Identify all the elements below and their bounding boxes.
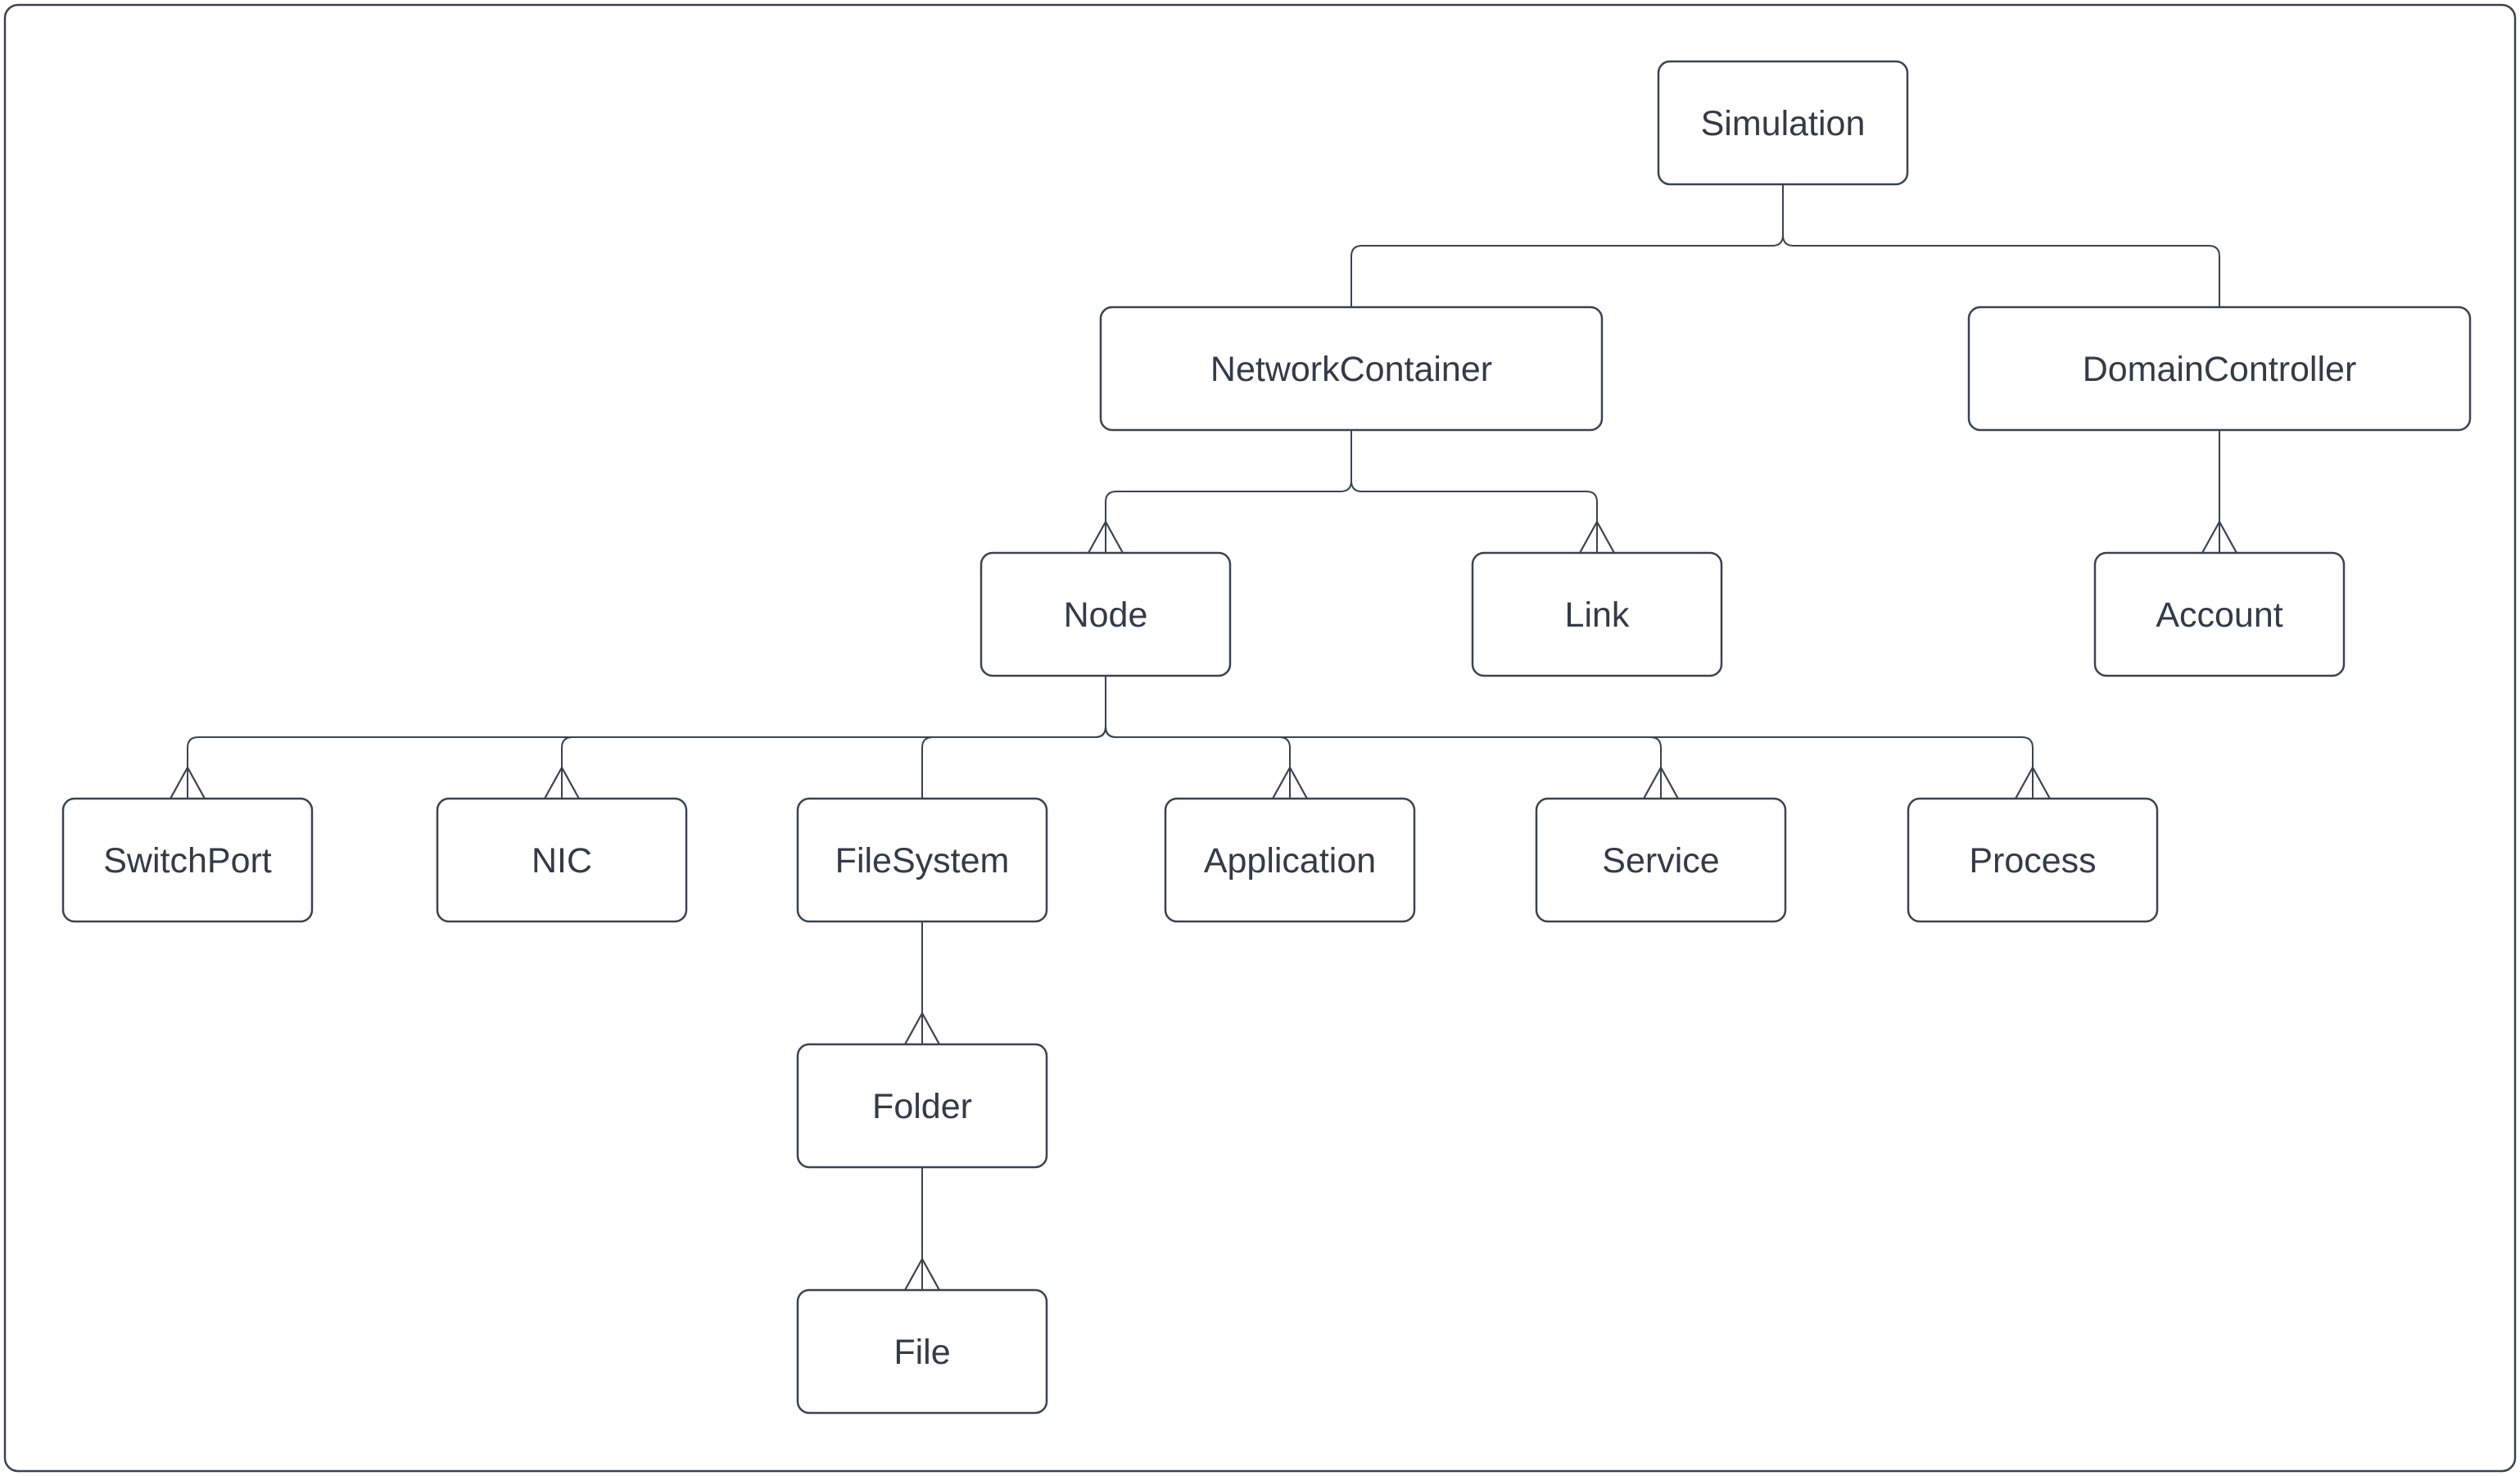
edge-simulation-domaincontroller bbox=[1782, 184, 2220, 307]
node-simulation-label: Simulation bbox=[1701, 104, 1866, 143]
inheritance-arrowhead-service bbox=[1643, 765, 1679, 799]
inheritance-arrowhead-nic bbox=[544, 765, 580, 799]
node-switchport-box[interactable] bbox=[61, 797, 314, 923]
node-file-box[interactable] bbox=[796, 1288, 1048, 1415]
node-link: Link bbox=[1471, 551, 1723, 677]
inheritance-arrowhead-file bbox=[904, 1256, 940, 1291]
inheritance-arrowhead-link bbox=[1579, 519, 1615, 554]
inheritance-arrowhead-process bbox=[2015, 765, 2051, 799]
node-nic-label: NIC bbox=[532, 841, 592, 881]
node-process-label: Process bbox=[1969, 841, 2096, 881]
node-file-label: File bbox=[894, 1333, 950, 1372]
inheritance-arrowhead-node bbox=[1088, 519, 1124, 554]
node-node-box[interactable] bbox=[979, 551, 1232, 677]
node-domaincontroller-box[interactable] bbox=[1967, 306, 2472, 432]
node-account: Account bbox=[2093, 551, 2346, 677]
inheritance-arrowhead-account bbox=[2201, 519, 2237, 554]
node-service: Service bbox=[1535, 797, 1787, 923]
edge-networkcontainer-link bbox=[1350, 430, 1598, 553]
inheritance-arrowhead-folder bbox=[904, 1011, 940, 1045]
node-link-label: Link bbox=[1565, 595, 1630, 635]
edge-node-process bbox=[1105, 676, 2034, 799]
node-layer: Simulation NetworkContainer DomainContro… bbox=[61, 60, 2472, 1415]
edge-simulation-networkcontainer bbox=[1350, 184, 1784, 307]
node-networkcontainer-box[interactable] bbox=[1099, 306, 1604, 432]
edge-node-filesystem bbox=[921, 676, 1106, 799]
canvas-border bbox=[3, 3, 2517, 1473]
node-link-box[interactable] bbox=[1471, 551, 1723, 677]
edge-layer bbox=[187, 184, 2220, 1290]
node-application: Application bbox=[1164, 797, 1416, 923]
node-filesystem-box[interactable] bbox=[796, 797, 1048, 923]
node-nic: NIC bbox=[436, 797, 688, 923]
inheritance-arrowhead-switchport bbox=[170, 765, 206, 799]
node-domaincontroller-label: DomainController bbox=[2083, 350, 2357, 389]
node-networkcontainer-label: NetworkContainer bbox=[1210, 350, 1492, 389]
node-domaincontroller: DomainController bbox=[1967, 306, 2472, 432]
node-networkcontainer: NetworkContainer bbox=[1099, 306, 1604, 432]
node-switchport-label: SwitchPort bbox=[103, 841, 272, 881]
node-service-box[interactable] bbox=[1535, 797, 1787, 923]
node-filesystem: FileSystem bbox=[796, 797, 1048, 923]
arrowhead-layer bbox=[170, 519, 2237, 1291]
node-file: File bbox=[796, 1288, 1048, 1415]
node-simulation: Simulation bbox=[1657, 60, 1909, 186]
node-nic-box[interactable] bbox=[436, 797, 688, 923]
inheritance-arrowhead-application bbox=[1272, 765, 1308, 799]
node-folder-label: Folder bbox=[872, 1087, 972, 1126]
node-folder-box[interactable] bbox=[796, 1043, 1048, 1169]
node-node: Node bbox=[979, 551, 1232, 677]
node-simulation-box[interactable] bbox=[1657, 60, 1909, 186]
node-service-label: Service bbox=[1602, 841, 1719, 881]
node-application-label: Application bbox=[1204, 841, 1376, 881]
node-node-label: Node bbox=[1064, 595, 1148, 635]
node-switchport: SwitchPort bbox=[61, 797, 314, 923]
node-folder: Folder bbox=[796, 1043, 1048, 1169]
node-process: Process bbox=[1907, 797, 2159, 923]
node-application-box[interactable] bbox=[1164, 797, 1416, 923]
node-account-box[interactable] bbox=[2093, 551, 2346, 677]
node-process-box[interactable] bbox=[1907, 797, 2159, 923]
node-account-label: Account bbox=[2156, 595, 2282, 635]
edge-networkcontainer-node bbox=[1105, 430, 1352, 553]
node-filesystem-label: FileSystem bbox=[835, 841, 1010, 881]
